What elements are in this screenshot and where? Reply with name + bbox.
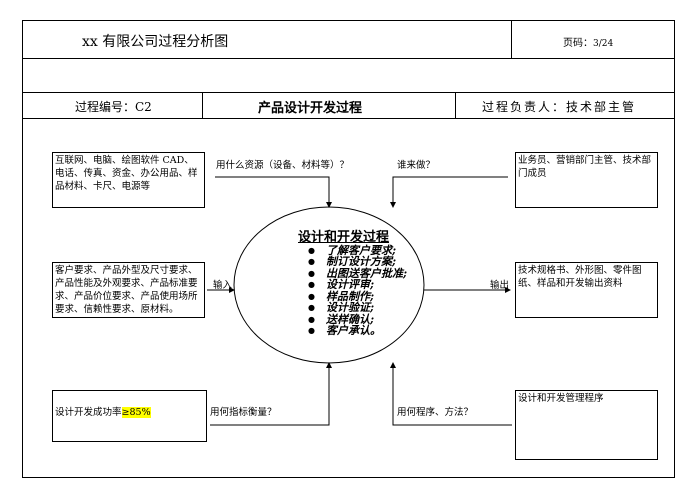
- process-ellipse: 设计和开发过程 了解客户要求; 制订设计方案; 出图送客户批准; 设计评审; 样…: [298, 230, 407, 337]
- process-owner: 过程负责人：技术部主管: [482, 100, 637, 114]
- metrics-text: 设计开发成功率: [55, 407, 122, 418]
- output-label: 输出: [490, 280, 510, 291]
- input-label: 输入: [213, 280, 233, 291]
- divider: [202, 92, 203, 118]
- process-step: 制订设计方案;: [298, 256, 407, 268]
- who-box: 业务员、营销部门主管、技术部门成员: [515, 152, 658, 208]
- resources-box: 互联网、电脑、绘图软件 CAD、电话、传真、资金、办公用品、样品材料、卡尺、电源…: [52, 152, 205, 208]
- process-step: 设计验证;: [298, 302, 407, 314]
- divider: [22, 58, 675, 59]
- process-step: 客户承认。: [298, 325, 407, 337]
- divider: [511, 20, 512, 58]
- process-step: 出图送客户批准;: [298, 267, 407, 280]
- page-label: 页码：: [563, 38, 593, 49]
- metrics-question: 用何指标衡量？: [210, 407, 277, 418]
- page-value: 3/24: [593, 39, 614, 49]
- process-step: 样品制作;: [298, 290, 407, 303]
- methods-question: 用何程序、方法？: [397, 407, 474, 418]
- output-box: 技术规格书、外形图、零件图纸、样品和开发输出资料: [515, 262, 658, 318]
- input-box: 客户要求、产品外型及尺寸要求、产品性能及外观要求、产品标准要求、产品价位要求、产…: [52, 262, 205, 318]
- process-number: 过程编号：C2: [75, 100, 152, 114]
- process-step: 设计评审;: [298, 279, 407, 291]
- process-title: 设计和开发过程: [298, 230, 390, 245]
- divider: [22, 92, 675, 93]
- process-name: 产品设计开发过程: [258, 101, 363, 116]
- methods-box: 设计和开发管理程序: [515, 390, 658, 460]
- metrics-target: ≥85%: [121, 407, 151, 418]
- page-number: 页码：3/24: [563, 34, 613, 49]
- process-step: 送样确认;: [298, 313, 407, 326]
- divider: [455, 92, 456, 118]
- resources-question: 用什么资源（设备、材料等）？: [216, 160, 350, 171]
- metrics-box: 设计开发成功率≥85%: [52, 390, 207, 442]
- divider: [22, 118, 675, 119]
- who-question: 谁来做？: [397, 160, 436, 171]
- document-title: xx 有限公司过程分析图: [82, 34, 229, 50]
- process-step: 了解客户要求;: [298, 244, 407, 257]
- page-frame: [22, 20, 675, 478]
